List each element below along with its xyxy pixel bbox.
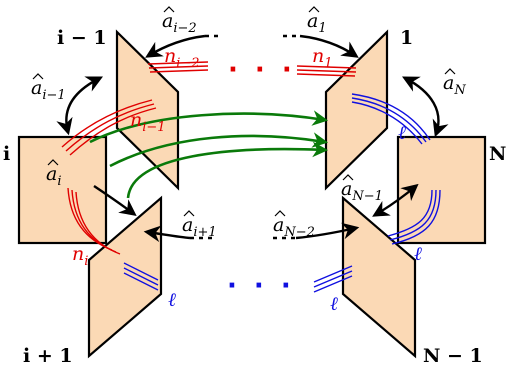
- label-a-i: ai: [46, 159, 62, 189]
- ellipsis-bottom: · · ·: [227, 271, 295, 301]
- label-n-i-minus-2: ni−2: [164, 45, 200, 71]
- label-a-N-minus-1: aN−1: [341, 174, 383, 204]
- svg-text:aN−1: aN−1: [341, 178, 383, 204]
- label-ell-right: ℓ: [414, 243, 422, 265]
- strands-ell-right: [387, 189, 441, 245]
- black-arrows: [56, 34, 449, 243]
- svg-text:ai−1: ai−1: [31, 77, 66, 103]
- node-label-1: 1: [400, 27, 413, 49]
- svg-text:a1: a1: [307, 10, 327, 36]
- brane-i: [17, 135, 108, 245]
- label-a-N-minus-2: aN−2: [273, 210, 315, 240]
- strands-n-i-minus-2: [147, 61, 209, 73]
- strands-n-i: [67, 187, 121, 255]
- svg-text:ai+1: ai+1: [182, 214, 217, 240]
- label-n-i-minus-1: ni−1: [130, 109, 166, 135]
- label-a-i-minus-2: ai−2: [162, 6, 197, 36]
- label-ell-top-right: ℓ: [398, 122, 406, 144]
- label-ell-bottom-left: ℓ: [168, 289, 176, 311]
- strands-ell-bottom-right: [313, 265, 353, 293]
- svg-text:ai−2: ai−2: [162, 10, 197, 36]
- node-label-i-plus-1: i + 1: [23, 345, 73, 367]
- svg-text:aN: aN: [443, 72, 466, 98]
- strands-n-i-minus-1: [61, 99, 157, 156]
- node-label-i-minus-1: i − 1: [57, 27, 107, 49]
- label-ell-bottom-right: ℓ: [330, 293, 338, 315]
- node-label-N: N: [489, 143, 506, 165]
- node-label-N-minus-1: N − 1: [423, 345, 483, 367]
- strands-ell-bottom-left: [123, 262, 159, 291]
- brane-i-plus-1: [87, 195, 163, 359]
- label-a-i-minus-1: ai−1: [31, 73, 66, 103]
- strands-n-1: [296, 65, 357, 77]
- ellipsis-top: · · ·: [228, 55, 296, 85]
- label-n-i: ni: [72, 243, 88, 269]
- green-arrows: [89, 110, 329, 199]
- node-label-i: i: [3, 143, 10, 165]
- label-a-i-plus-1: ai+1: [182, 210, 217, 240]
- label-a-1: a1: [307, 6, 327, 36]
- label-a-N: aN: [443, 68, 466, 98]
- label-n-1: n1: [312, 45, 333, 71]
- svg-text:aN−2: aN−2: [273, 214, 315, 240]
- svg-text:ai: ai: [46, 163, 62, 189]
